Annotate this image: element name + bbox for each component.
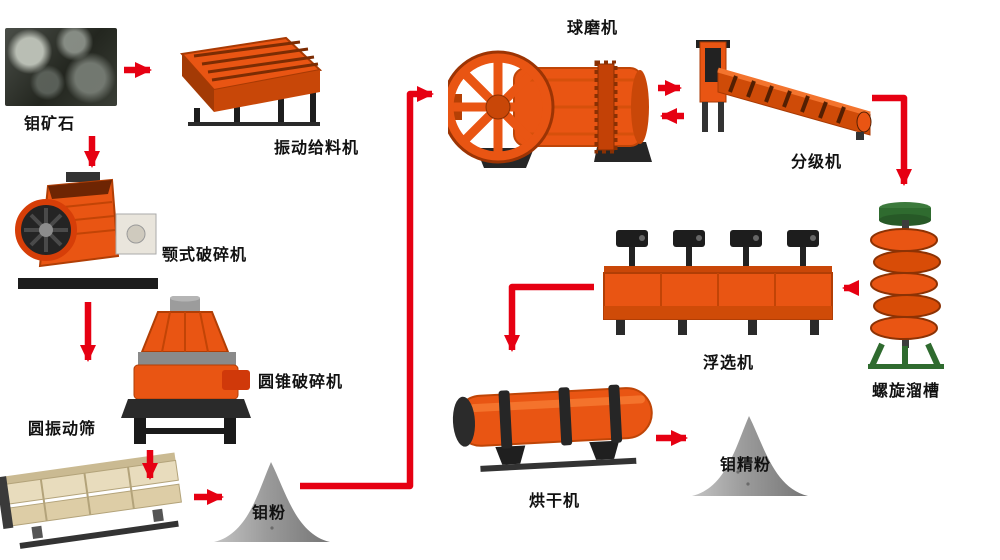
ore-photo bbox=[5, 28, 117, 106]
ball-mill-label: 球磨机 bbox=[567, 20, 619, 37]
classifier-label: 分级机 bbox=[791, 154, 843, 171]
vibrating-screen-illustration bbox=[0, 452, 182, 549]
vibrating-screen-label: 圆振动筛 bbox=[28, 421, 97, 438]
dryer-illustration bbox=[452, 384, 653, 472]
flotation-machine-illustration bbox=[603, 230, 833, 335]
cone-crusher-motor bbox=[222, 370, 250, 390]
moly-powder-label: 钼粉 bbox=[252, 505, 287, 522]
moly-concentrate-label: 钼精粉 bbox=[720, 457, 772, 474]
spiral-chute-label: 螺旋溜槽 bbox=[872, 383, 941, 400]
dryer-drum bbox=[454, 387, 653, 447]
chute-turn bbox=[870, 228, 938, 252]
cone-crusher-label: 圆锥破碎机 bbox=[258, 374, 344, 391]
ore-label: 钼矿石 bbox=[24, 116, 76, 133]
arrow-flotation-to-dryer bbox=[504, 283, 594, 352]
ball-mill-illustration bbox=[448, 50, 652, 168]
cone-crusher-illustration bbox=[121, 296, 251, 444]
moly-concentrate-pile bbox=[692, 416, 808, 496]
vibrating-feeder-label: 振动给料机 bbox=[274, 140, 360, 157]
moly-powder-pile bbox=[214, 462, 330, 542]
flotation-motors bbox=[616, 230, 819, 268]
vibrating-feeder-illustration bbox=[180, 36, 323, 126]
spiral-chute-illustration bbox=[868, 202, 944, 369]
classifier-spiral bbox=[728, 75, 846, 124]
classifier-trough bbox=[717, 69, 871, 136]
jaw-crusher-illustration bbox=[15, 172, 158, 289]
classifier-illustration bbox=[696, 40, 872, 140]
jaw-crusher-label: 颚式破碎机 bbox=[162, 247, 248, 264]
flotation-machine-label: 浮选机 bbox=[703, 355, 755, 372]
dryer-label: 烘干机 bbox=[529, 493, 581, 510]
